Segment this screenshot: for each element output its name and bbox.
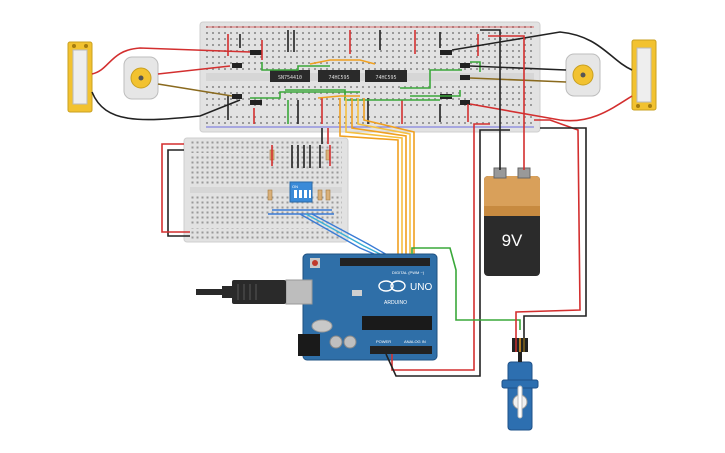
dip-switch: ON <box>289 181 313 203</box>
arduino-brand: ARDUINO <box>384 300 407 306</box>
right-sensor <box>631 39 657 111</box>
battery-label: 9V <box>502 231 523 250</box>
chip-label: 74HC595 <box>328 75 349 81</box>
arduino-power-wires <box>385 123 521 377</box>
shift-register-chip: 74HC595 <box>365 70 407 82</box>
battery-9v: 9V <box>484 167 540 276</box>
left-motor <box>123 56 159 100</box>
driver-chip: SN754410 <box>270 70 310 82</box>
right-motor <box>565 53 601 97</box>
arduino-uno: ARDUINO UNO DIGITAL (PWM ~) POWER ANALOG… <box>298 253 438 361</box>
analog-label: ANALOG IN <box>404 339 426 344</box>
power-label: POWER <box>376 339 391 344</box>
chip-label: 74HC595 <box>375 75 396 81</box>
main-board-jumpers <box>227 30 481 124</box>
shift-register-chip: 74HC595 <box>318 70 360 82</box>
left-sensor <box>67 41 93 113</box>
dip-switch-label: ON <box>292 184 298 189</box>
digital-label: DIGITAL (PWM ~) <box>392 270 425 275</box>
arduino-model: UNO <box>410 282 432 293</box>
battery-wires <box>480 29 525 170</box>
servo-wires <box>515 119 587 338</box>
usb-cable <box>196 279 313 305</box>
servo-motor <box>501 338 539 431</box>
motor-wires <box>91 31 633 122</box>
signal-bus-wires <box>339 98 415 260</box>
chip-label: SN754410 <box>278 75 302 81</box>
secondary-breadboard <box>183 137 349 243</box>
